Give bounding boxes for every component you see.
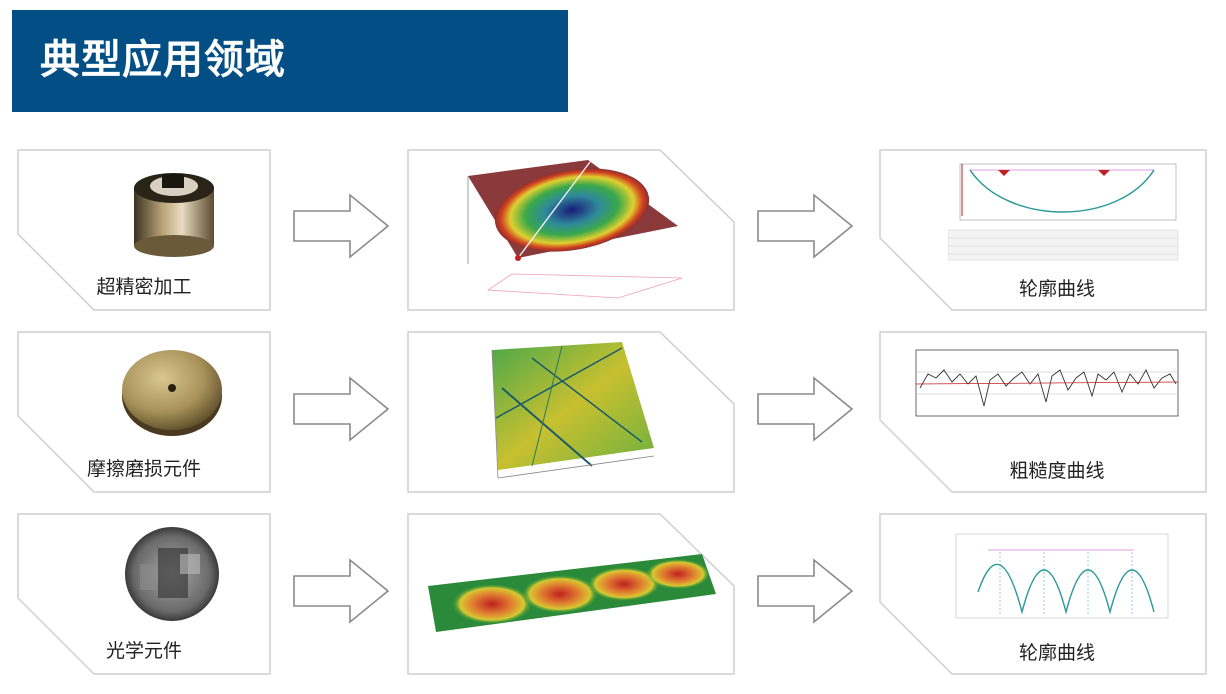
roughness-curve-chart (915, 349, 1179, 417)
3d-worn-surface-map (491, 342, 655, 479)
result-label-3: 轮廓曲线 (1018, 642, 1095, 664)
sample-card-2: 摩擦磨损元件 (16, 330, 272, 494)
3d-bowl-surface-map (467, 160, 683, 299)
scan-card-1 (406, 148, 736, 312)
sample-label-1: 超精密加工 (96, 276, 192, 298)
arrow-right-icon (293, 558, 390, 624)
arrow-right-icon (293, 376, 390, 442)
arrow-right-icon (757, 558, 854, 624)
periodic-profile-chart (955, 533, 1169, 619)
cylinder-part-photo (134, 173, 214, 257)
sample-label-3: 光学元件 (105, 640, 182, 662)
arrow-right-icon (757, 193, 854, 259)
result-card-2: 粗糙度曲线 (878, 330, 1208, 494)
scan-card-2 (406, 330, 736, 494)
sample-label-2: 摩擦磨损元件 (86, 458, 201, 480)
profile-curve-chart (948, 163, 1179, 261)
3d-microlens-array-map (428, 554, 716, 632)
result-card-1: 轮廓曲线 (878, 148, 1208, 312)
optical-lens-photo (125, 527, 219, 621)
sample-card-3: 光学元件 (16, 512, 272, 676)
title-banner: 典型应用领域 (12, 10, 568, 112)
result-card-3: 轮廓曲线 (878, 512, 1208, 676)
arrow-right-icon (757, 376, 854, 442)
result-label-2: 粗糙度曲线 (1009, 460, 1105, 482)
result-label-1: 轮廓曲线 (1018, 278, 1095, 300)
worn-disc-photo (122, 350, 222, 436)
page-title: 典型应用领域 (40, 37, 286, 83)
sample-card-1: 超精密加工 (16, 148, 272, 312)
scan-card-3 (406, 512, 736, 676)
arrow-right-icon (293, 193, 390, 259)
